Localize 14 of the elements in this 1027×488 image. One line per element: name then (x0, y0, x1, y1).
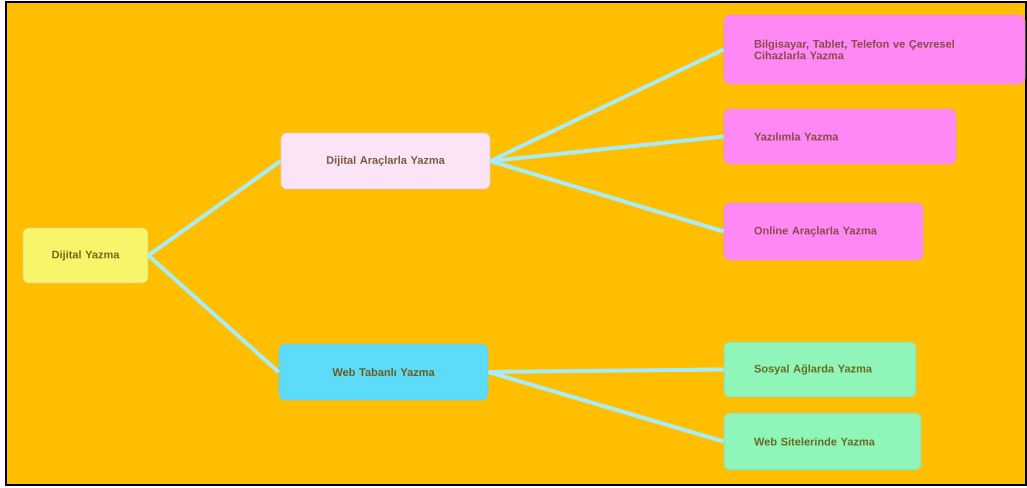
connector-line (490, 134, 724, 163)
connector-line (147, 254, 280, 374)
topic-box: Sosyal Ağlarda Yazma (723, 341, 917, 398)
connector-line (488, 367, 724, 374)
connector-line (489, 159, 725, 234)
connector-line (487, 370, 725, 444)
topic-box: Online Araçlarla Yazma (723, 202, 924, 261)
connector-line (147, 159, 282, 258)
topic-box: Yazılımla Yazma (723, 108, 957, 165)
topic-box: Web Tabanlı Yazma (278, 343, 489, 401)
topic-box: Bilgisayar, Tablet, Telefon ve Çevresel Cihazlarla Yazma (723, 14, 1026, 85)
topic-box: Dijital Yazma (22, 227, 149, 284)
topic-box: Web Sitelerinde Yazma (723, 412, 922, 471)
topic-box: Dijital Araçlarla Yazma (280, 132, 491, 190)
